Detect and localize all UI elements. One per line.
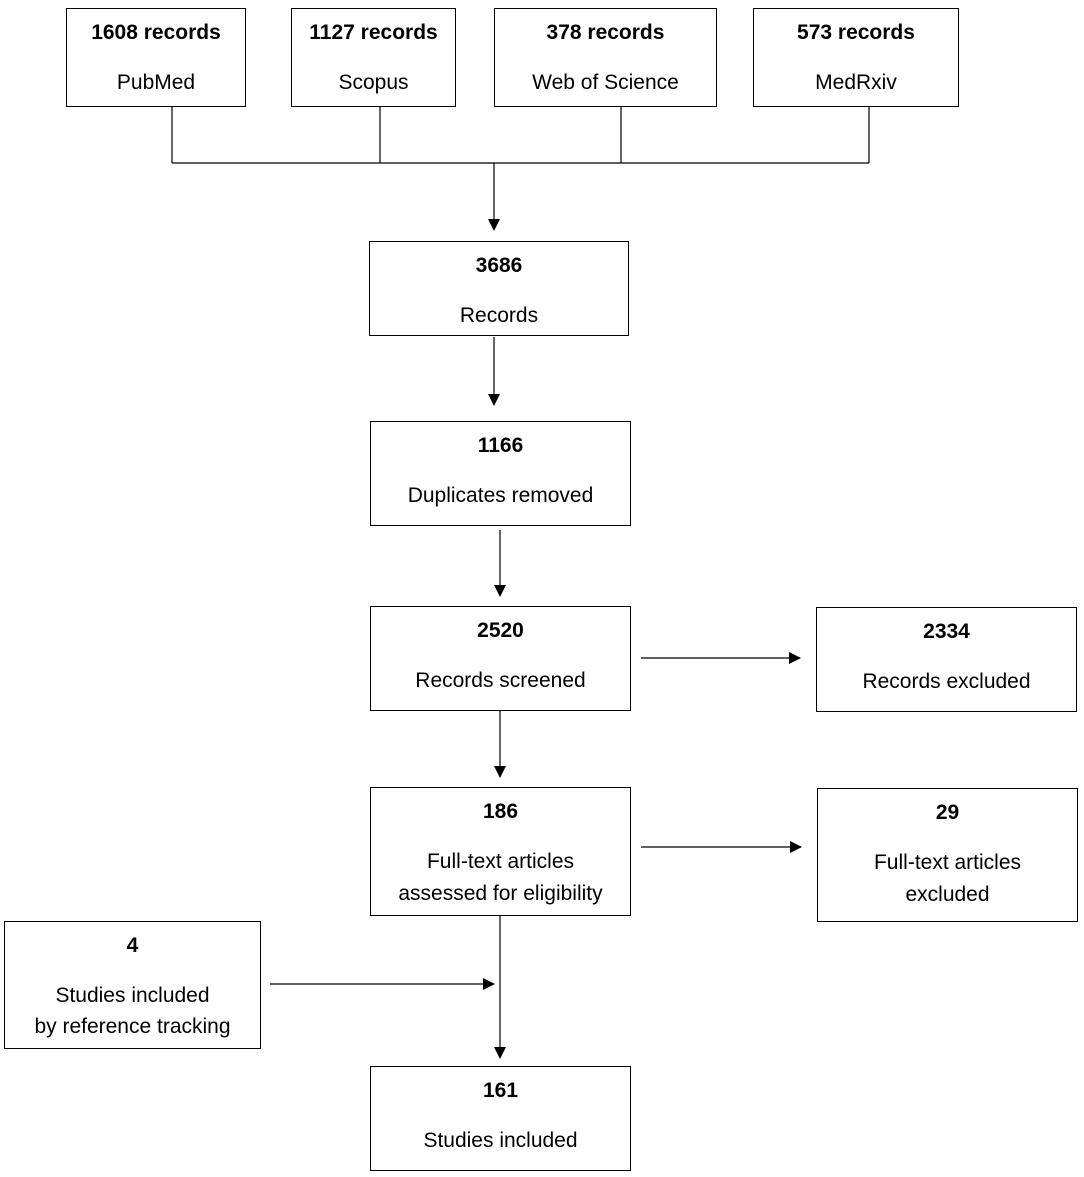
screened-count: 2520	[477, 619, 524, 642]
fulltext-line2: assessed for eligibility	[398, 882, 603, 905]
source-box-scopus: 1127 records Scopus	[291, 8, 456, 107]
records-box: 3686 Records	[369, 241, 629, 336]
duplicates-box: 1166 Duplicates removed	[370, 421, 631, 526]
source-box-pubmed: 1608 records PubMed	[66, 8, 246, 107]
source-count: 1608 records	[91, 21, 221, 44]
duplicates-label: Duplicates removed	[407, 484, 594, 507]
duplicates-count: 1166	[477, 434, 524, 457]
fulltext-count: 186	[482, 800, 519, 823]
screened-label: Records screened	[415, 669, 586, 692]
fulltext-excluded-line2: excluded	[905, 883, 990, 906]
reference-count: 4	[126, 934, 139, 957]
source-box-web-of-science: 378 records Web of Science	[494, 8, 717, 107]
source-box-medrxiv: 573 records MedRxiv	[753, 8, 959, 107]
included-count: 161	[482, 1079, 519, 1102]
screened-box: 2520 Records screened	[370, 606, 631, 711]
fulltext-line1: Full-text articles	[426, 850, 575, 873]
records-count: 3686	[475, 254, 523, 277]
reference-box: 4 Studies included by reference tracking	[4, 921, 261, 1049]
source-name: Scopus	[338, 71, 409, 94]
excluded-count: 2334	[923, 620, 970, 643]
reference-line1: Studies included	[55, 984, 210, 1007]
fulltext-box: 186 Full-text articles assessed for elig…	[370, 787, 631, 916]
included-box: 161 Studies included	[370, 1066, 631, 1171]
source-count: 378 records	[546, 21, 665, 44]
fulltext-excluded-line1: Full-text articles	[873, 851, 1022, 874]
included-label: Studies included	[423, 1129, 578, 1152]
source-count: 573 records	[797, 21, 915, 44]
source-name: PubMed	[116, 71, 196, 94]
excluded-box: 2334 Records excluded	[816, 607, 1077, 712]
source-name: MedRxiv	[815, 71, 897, 94]
reference-line2: by reference tracking	[34, 1015, 231, 1038]
fulltext-excluded-box: 29 Full-text articles excluded	[817, 788, 1078, 922]
records-label: Records	[459, 304, 539, 327]
excluded-label: Records excluded	[862, 670, 1031, 693]
source-name: Web of Science	[532, 71, 679, 94]
source-count: 1127 records	[309, 21, 438, 44]
fulltext-excluded-count: 29	[935, 801, 960, 824]
